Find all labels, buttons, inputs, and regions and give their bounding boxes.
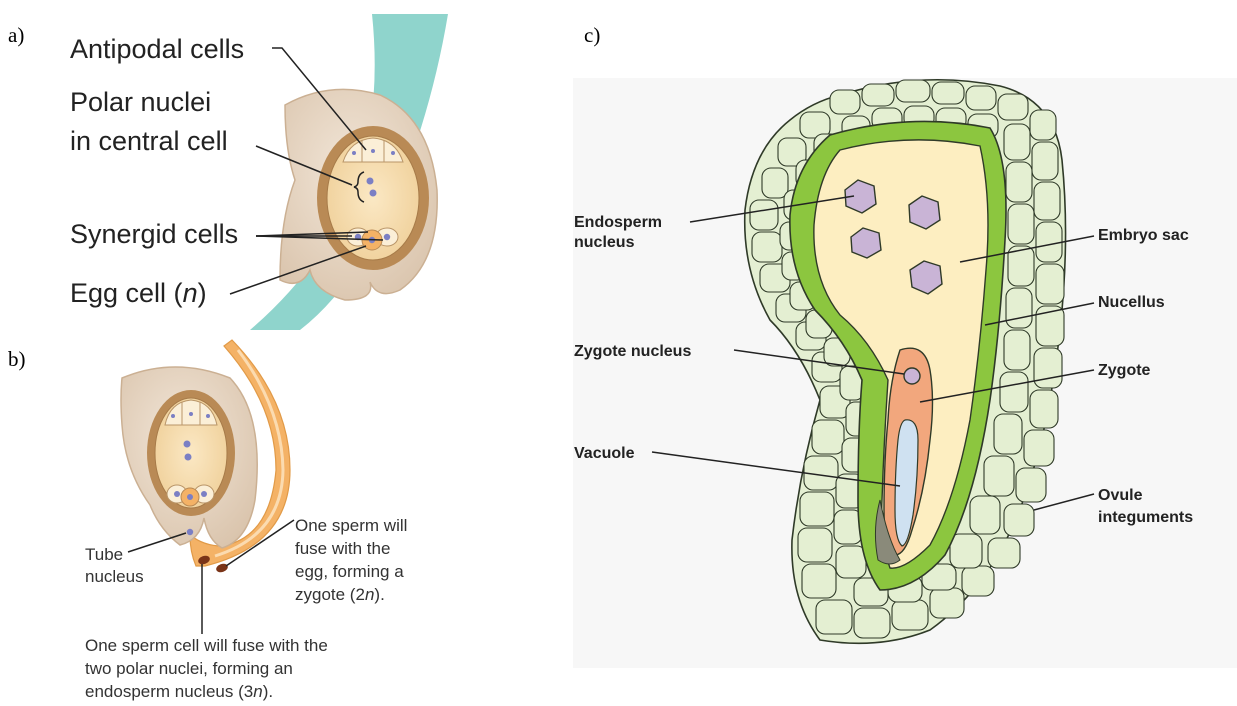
tube-nucleus (187, 529, 193, 535)
label-sperm-polar-line3: endosperm nucleus (3n). (85, 682, 273, 701)
label-sperm-egg-line2: fuse with the (295, 539, 390, 558)
label-endosperm-line1: Endosperm (574, 214, 662, 231)
label-embryo-sac: Embryo sac (1098, 227, 1189, 244)
label-tube-line1: Tube (85, 545, 123, 564)
label-polar-nuclei-line1: Polar nuclei (70, 87, 211, 117)
label-tube-line2: nucleus (85, 567, 144, 586)
panel-b: b) (8, 340, 407, 701)
label-ovule-line1: Ovule (1098, 487, 1143, 504)
zygote-nucleus (904, 368, 920, 384)
label-sperm-egg-line1: One sperm will (295, 516, 407, 535)
label-zygote: Zygote (1098, 362, 1151, 379)
panel-c-letter: c) (584, 23, 600, 47)
label-endosperm-line2: nucleus (574, 234, 635, 251)
label-sperm-polar-line2: two polar nuclei, forming an (85, 659, 293, 678)
label-vacuole: Vacuole (574, 445, 635, 462)
label-zygote-nucleus: Zygote nucleus (574, 343, 691, 360)
synergids-egg-b (167, 485, 214, 506)
panel-a: a) (8, 14, 448, 330)
label-nucellus: Nucellus (1098, 294, 1165, 311)
label-sperm-polar-line1: One sperm cell will fuse with the (85, 636, 328, 655)
label-antipodal-cells: Antipodal cells (70, 34, 244, 64)
label-egg-cell: Egg cell (n) (70, 278, 207, 308)
label-sperm-egg-line3: egg, forming a (295, 562, 404, 581)
label-sperm-egg-line4: zygote (2n). (295, 585, 385, 604)
sperm-cell-2 (215, 562, 229, 574)
label-ovule-line2: integuments (1098, 509, 1193, 526)
panel-a-letter: a) (8, 23, 24, 47)
panel-b-letter: b) (8, 347, 26, 371)
label-polar-nuclei-line2: in central cell (70, 126, 228, 156)
label-synergid-cells: Synergid cells (70, 219, 238, 249)
panel-c: c) (573, 23, 1237, 668)
